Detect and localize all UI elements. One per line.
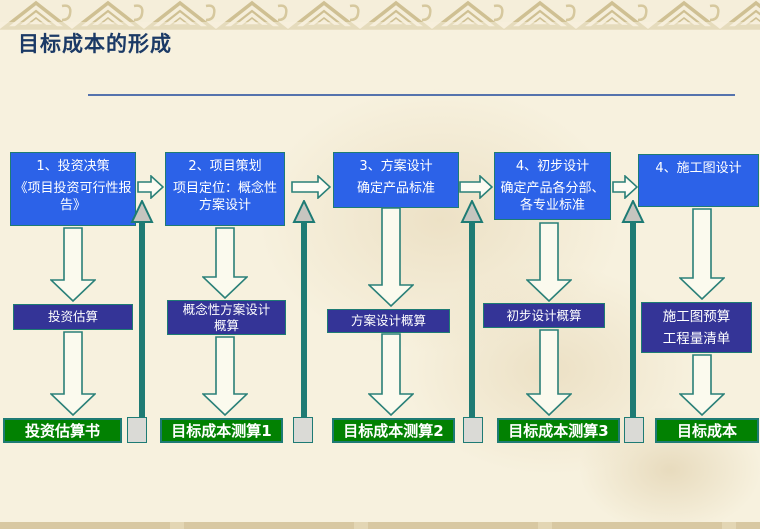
down-arrow [526,222,572,302]
stage-3-phase-detail: 确定产品标准 [356,181,435,196]
down-arrow [368,207,414,307]
page-title: 目标成本的形成 [18,31,172,56]
feedback-up-arrow [621,200,645,418]
stage-2-budget-box: 概念性方案设计 概算 [167,300,286,335]
feedback-up-arrow [460,200,484,418]
stage-1-phase-box: 1、投资决策 《项目投资可行性报告》 [10,152,136,226]
feedback-up-arrow [130,200,154,418]
feedback-up-arrow [292,200,316,418]
stage-3-result-box: 目标成本测算2 [332,418,455,443]
top-border-pattern [0,0,760,30]
down-arrow [202,336,248,416]
stage-1-phase-title: 1、投资决策 [36,159,110,174]
stage-1-phase-detail: 《项目投资可行性报告》 [14,181,132,213]
down-arrow [202,227,248,299]
right-arrow [137,175,164,199]
down-arrow [679,354,725,416]
stage-4-phase-detail: 确定产品各分部、各专业标准 [500,181,605,213]
stage-2-phase-title: 2、项目策划 [188,159,262,174]
stage-5-budget-box: 施工图预算 工程量清单 [641,302,752,353]
stage-5-phase-title: 4、施工图设计 [655,161,742,176]
stage-4-phase-box: 4、初步设计 确定产品各分部、各专业标准 [494,152,611,220]
down-arrow [679,208,725,300]
down-arrow [526,329,572,416]
connector-node [463,417,483,443]
right-arrow [612,175,638,199]
stage-2-phase-detail: 项目定位：概念性方案设计 [172,181,277,213]
stage-4-result-box: 目标成本测算3 [497,418,620,443]
down-arrow [50,227,96,302]
stage-3-budget-box: 方案设计概算 [327,309,450,333]
down-arrow [368,333,414,416]
stage-4-phase-title: 4、初步设计 [515,159,590,174]
right-arrow [459,175,493,199]
connector-node [624,417,644,443]
stage-2-phase-box: 2、项目策划 项目定位：概念性方案设计 [165,152,285,226]
down-arrow [50,331,96,416]
stage-3-phase-box: 3、方案设计 确定产品标准 [333,152,459,208]
connector-node [293,417,313,443]
stage-4-budget-box: 初步设计概算 [483,303,605,328]
right-arrow [291,175,331,199]
stage-3-phase-title: 3、方案设计 [359,159,433,174]
title-underline [88,94,735,96]
connector-node [127,417,147,443]
stage-1-budget-box: 投资估算 [13,304,133,330]
stage-5-result-box: 目标成本 [655,418,759,443]
stage-2-result-box: 目标成本测算1 [160,418,283,443]
bottom-border [0,522,760,529]
stage-1-result-box: 投资估算书 [3,418,122,443]
watermark-blob [540,380,760,529]
stage-5-phase-box: 4、施工图设计 [638,154,759,207]
